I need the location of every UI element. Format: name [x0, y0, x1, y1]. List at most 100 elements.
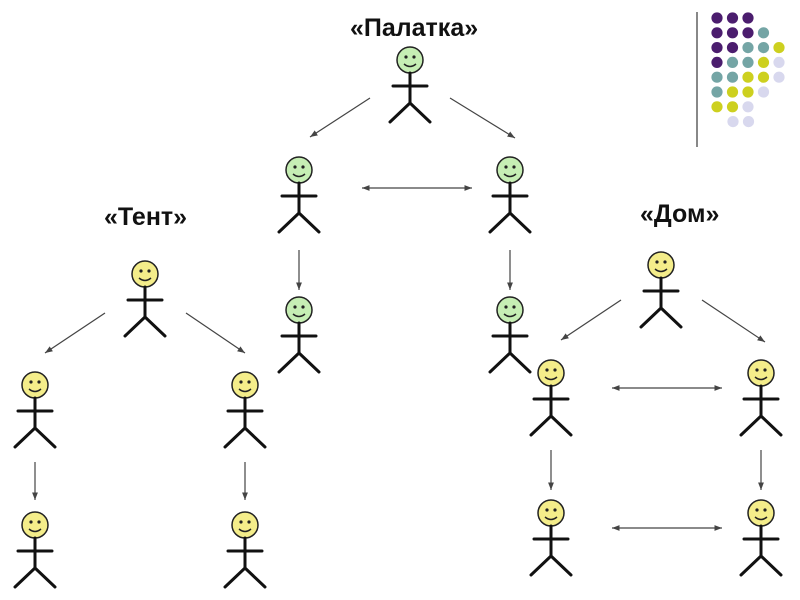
- decorative-dot-grid: [711, 12, 785, 128]
- figure-head: [537, 499, 565, 527]
- figure-palatka-left: [277, 156, 321, 234]
- figure-dom-right-bottom: [739, 499, 783, 577]
- figure-head: [747, 359, 775, 387]
- figure-head: [285, 156, 313, 184]
- decor-dot: [727, 116, 739, 128]
- figure-eye: [404, 55, 408, 59]
- arrow: [560, 299, 622, 341]
- figure-body: [639, 276, 683, 329]
- arrow: [309, 97, 371, 138]
- arrow: [44, 312, 106, 354]
- figure-smile: [544, 516, 558, 521]
- figure-body: [529, 384, 573, 437]
- figure-eye: [247, 520, 251, 524]
- figure-body: [223, 536, 267, 589]
- figure-body: [223, 396, 267, 449]
- figure-body: [529, 524, 573, 577]
- figure-palatka-right-bottom: [488, 296, 532, 374]
- group-title-palatka: «Палатка»: [350, 14, 479, 42]
- figure-eye: [663, 260, 667, 264]
- figure-eye: [755, 508, 759, 512]
- decor-dot: [757, 42, 770, 54]
- figure-smile: [754, 516, 768, 521]
- figure-eye: [29, 380, 33, 384]
- figure-body: [13, 536, 57, 589]
- decor-dot: [711, 56, 723, 68]
- figure-tent-root: [123, 260, 167, 338]
- decor-dot: [726, 101, 739, 113]
- figure-head: [396, 46, 424, 74]
- figure-body: [488, 181, 532, 234]
- group-title-dom: «Дом»: [640, 200, 720, 228]
- decor-dot: [757, 56, 770, 68]
- decor-dot: [711, 101, 723, 113]
- figure-dom-root: [639, 251, 683, 329]
- figure-head: [747, 499, 775, 527]
- figure-smile: [28, 528, 42, 533]
- figure-smile: [292, 173, 306, 178]
- figure-head: [231, 371, 259, 399]
- figure-eye: [545, 368, 549, 372]
- decor-dot: [726, 42, 739, 54]
- figure-smile: [238, 388, 252, 393]
- figure-smile: [238, 528, 252, 533]
- figure-dom-right: [739, 359, 783, 437]
- figure-eye: [239, 520, 243, 524]
- figure-tent-right: [223, 371, 267, 449]
- figures-layer: [13, 46, 783, 589]
- figure-body: [13, 396, 57, 449]
- figure-head: [21, 511, 49, 539]
- group-title-tent: «Тент»: [104, 203, 188, 231]
- figure-eye: [553, 368, 557, 372]
- decor-dot: [711, 12, 723, 24]
- arrows-layer: [32, 97, 766, 531]
- decor-dot: [773, 71, 785, 83]
- figure-eye: [301, 165, 305, 169]
- figure-eye: [504, 165, 508, 169]
- figure-body: [739, 384, 783, 437]
- decor-dot: [742, 116, 755, 128]
- decor-dot: [726, 27, 739, 39]
- figure-smile: [28, 388, 42, 393]
- decor-dot: [726, 56, 739, 68]
- figure-head: [231, 511, 259, 539]
- figure-head: [537, 359, 565, 387]
- decor-dot: [742, 101, 754, 113]
- figure-dom-left-bottom: [529, 499, 573, 577]
- decor-dot: [742, 86, 754, 98]
- figure-head: [496, 156, 524, 184]
- figure-eye: [504, 305, 508, 309]
- figure-head: [131, 260, 159, 288]
- decor-dot: [773, 56, 785, 68]
- decor-dot: [757, 71, 770, 83]
- figure-smile: [138, 277, 152, 282]
- figure-eye: [545, 508, 549, 512]
- figure-smile: [544, 376, 558, 381]
- decor-dot: [726, 71, 739, 83]
- figure-eye: [247, 380, 251, 384]
- figure-body: [123, 285, 167, 338]
- figure-tent-right-bottom: [223, 511, 267, 589]
- figure-palatka-root: [388, 46, 432, 124]
- figure-head: [496, 296, 524, 324]
- figure-eye: [763, 508, 767, 512]
- figure-body: [277, 321, 321, 374]
- decor-dot: [726, 12, 739, 24]
- figure-smile: [403, 63, 417, 68]
- decor-dot: [757, 86, 770, 98]
- arrow: [185, 312, 246, 354]
- figure-eye: [553, 508, 557, 512]
- decor-dot: [773, 42, 785, 54]
- figure-head: [647, 251, 675, 279]
- arrow: [449, 97, 516, 139]
- figure-smile: [654, 268, 668, 273]
- figure-head: [285, 296, 313, 324]
- figure-eye: [512, 165, 516, 169]
- figure-head: [21, 371, 49, 399]
- decor-dot: [711, 86, 723, 98]
- decor-dot: [742, 12, 754, 24]
- figure-eye: [29, 520, 33, 524]
- decor-dot: [711, 27, 723, 39]
- figure-eye: [37, 520, 41, 524]
